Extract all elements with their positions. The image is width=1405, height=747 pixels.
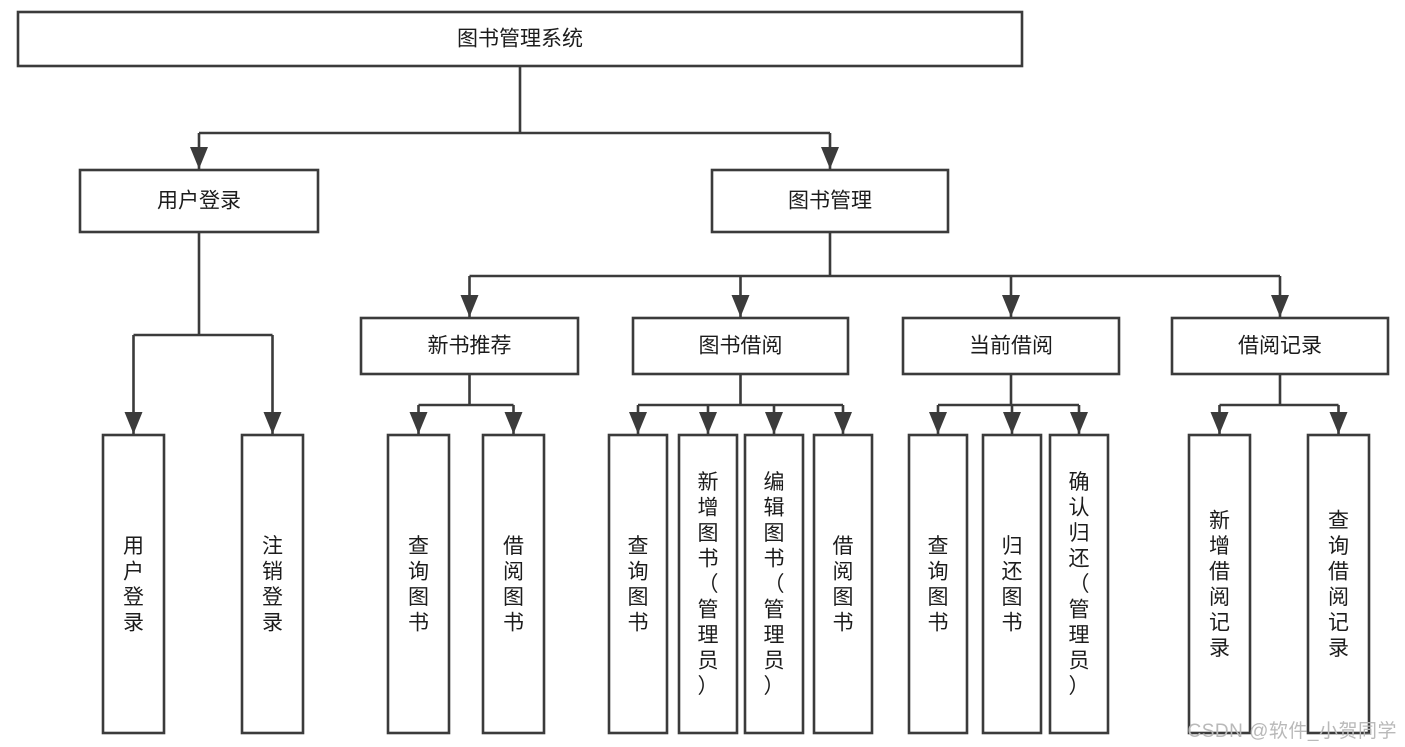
arrow-head-icon bbox=[190, 147, 208, 169]
node-root[interactable]: 图书管理系统 bbox=[16, 10, 1024, 68]
edges-layer bbox=[124, 66, 1348, 434]
node-leaf-query-book-recommend[interactable]: 查询图书 bbox=[386, 433, 451, 735]
node-label-leaf-confirm-return: 确认归还（管理员） bbox=[1069, 471, 1090, 698]
node-label-leaf-user-logout: 注销登录 bbox=[262, 535, 283, 635]
node-user-login[interactable]: 用户登录 bbox=[78, 168, 320, 234]
node-label-leaf-add-book: 新增图书（管理员） bbox=[698, 471, 719, 698]
node-box-new-book-recommend bbox=[359, 316, 580, 376]
arrow-head-icon bbox=[629, 412, 647, 434]
node-label-borrow-record: 借阅记录 bbox=[1238, 335, 1322, 358]
arrow-head-icon bbox=[1210, 412, 1229, 434]
node-leaf-borrow-book[interactable]: 借阅图书 bbox=[812, 433, 874, 735]
node-leaf-user-login[interactable]: 用户登录 bbox=[101, 433, 166, 735]
node-leaf-add-book[interactable]: 新增图书（管理员） bbox=[677, 433, 739, 735]
node-leaf-query-borrow-record[interactable]: 查询借阅记录 bbox=[1306, 433, 1371, 735]
node-label-leaf-query-book-current: 查询图书 bbox=[928, 535, 949, 635]
node-current-borrow[interactable]: 当前借阅 bbox=[901, 316, 1121, 376]
node-box-leaf-confirm-return bbox=[1048, 433, 1110, 735]
node-box-leaf-query-book-recommend bbox=[386, 433, 451, 735]
arrow-head-icon bbox=[504, 412, 523, 434]
watermark-label: CSDN @软件_小贺同学 bbox=[1187, 721, 1397, 742]
node-box-leaf-user-logout bbox=[240, 433, 305, 735]
node-box-user-login bbox=[78, 168, 320, 234]
node-leaf-confirm-return[interactable]: 确认归还（管理员） bbox=[1048, 433, 1110, 735]
node-box-leaf-query-borrow-record bbox=[1306, 433, 1371, 735]
arrow-head-icon bbox=[124, 412, 143, 434]
node-book-borrow[interactable]: 图书借阅 bbox=[631, 316, 850, 376]
arrow-head-icon bbox=[1070, 412, 1088, 434]
node-label-leaf-borrow-book-recommend: 借阅图书 bbox=[503, 535, 524, 635]
node-label-leaf-edit-book: 编辑图书（管理员） bbox=[764, 471, 785, 698]
arrow-head-icon bbox=[929, 412, 947, 434]
arrow-head-icon bbox=[834, 412, 852, 434]
arrow-head-icon bbox=[1003, 412, 1021, 434]
node-label-leaf-query-book-borrow: 查询图书 bbox=[628, 535, 649, 635]
node-box-leaf-edit-book bbox=[743, 433, 805, 735]
node-leaf-add-borrow-record[interactable]: 新增借阅记录 bbox=[1187, 433, 1252, 735]
node-label-leaf-add-borrow-record: 新增借阅记录 bbox=[1209, 509, 1230, 660]
node-leaf-query-book-current[interactable]: 查询图书 bbox=[907, 433, 969, 735]
node-label-leaf-borrow-book: 借阅图书 bbox=[833, 535, 854, 635]
node-box-root bbox=[16, 10, 1024, 68]
node-box-leaf-borrow-book-recommend bbox=[481, 433, 546, 735]
node-box-leaf-user-login bbox=[101, 433, 166, 735]
arrow-head-icon bbox=[1271, 295, 1289, 317]
arrow-head-icon bbox=[263, 412, 282, 434]
node-box-leaf-add-book bbox=[677, 433, 739, 735]
node-label-user-login: 用户登录 bbox=[157, 190, 241, 213]
arrow-head-icon bbox=[731, 295, 750, 317]
nodes-layer: 图书管理系统用户登录图书管理新书推荐图书借阅当前借阅借阅记录用户登录注销登录查询… bbox=[16, 10, 1390, 735]
node-label-leaf-query-book-recommend: 查询图书 bbox=[408, 535, 429, 635]
node-label-current-borrow: 当前借阅 bbox=[969, 335, 1053, 358]
node-label-leaf-query-borrow-record: 查询借阅记录 bbox=[1328, 509, 1349, 660]
node-book-manage[interactable]: 图书管理 bbox=[710, 168, 950, 234]
node-box-book-manage bbox=[710, 168, 950, 234]
node-label-new-book-recommend: 新书推荐 bbox=[428, 335, 512, 358]
arrow-head-icon bbox=[460, 295, 479, 317]
arrow-head-icon bbox=[765, 412, 783, 434]
node-label-leaf-user-login: 用户登录 bbox=[123, 535, 144, 635]
node-box-leaf-add-borrow-record bbox=[1187, 433, 1252, 735]
node-box-leaf-return-book bbox=[981, 433, 1043, 735]
node-box-leaf-query-book-borrow bbox=[607, 433, 669, 735]
arrow-head-icon bbox=[1002, 295, 1020, 317]
node-box-leaf-borrow-book bbox=[812, 433, 874, 735]
node-leaf-return-book[interactable]: 归还图书 bbox=[981, 433, 1043, 735]
arrow-head-icon bbox=[409, 412, 428, 434]
node-box-leaf-query-book-current bbox=[907, 433, 969, 735]
node-box-current-borrow bbox=[901, 316, 1121, 376]
node-borrow-record[interactable]: 借阅记录 bbox=[1170, 316, 1390, 376]
node-label-leaf-return-book: 归还图书 bbox=[1002, 535, 1023, 635]
node-leaf-edit-book[interactable]: 编辑图书（管理员） bbox=[743, 433, 805, 735]
node-leaf-query-book-borrow[interactable]: 查询图书 bbox=[607, 433, 669, 735]
arrow-head-icon bbox=[821, 147, 839, 169]
node-leaf-user-logout[interactable]: 注销登录 bbox=[240, 433, 305, 735]
node-label-root: 图书管理系统 bbox=[457, 28, 583, 51]
node-box-book-borrow bbox=[631, 316, 850, 376]
node-leaf-borrow-book-recommend[interactable]: 借阅图书 bbox=[481, 433, 546, 735]
node-new-book-recommend[interactable]: 新书推荐 bbox=[359, 316, 580, 376]
node-box-borrow-record bbox=[1170, 316, 1390, 376]
arrow-head-icon bbox=[699, 412, 717, 434]
arrow-head-icon bbox=[1329, 412, 1348, 434]
node-label-book-manage: 图书管理 bbox=[788, 190, 872, 213]
node-label-book-borrow: 图书借阅 bbox=[699, 335, 783, 358]
